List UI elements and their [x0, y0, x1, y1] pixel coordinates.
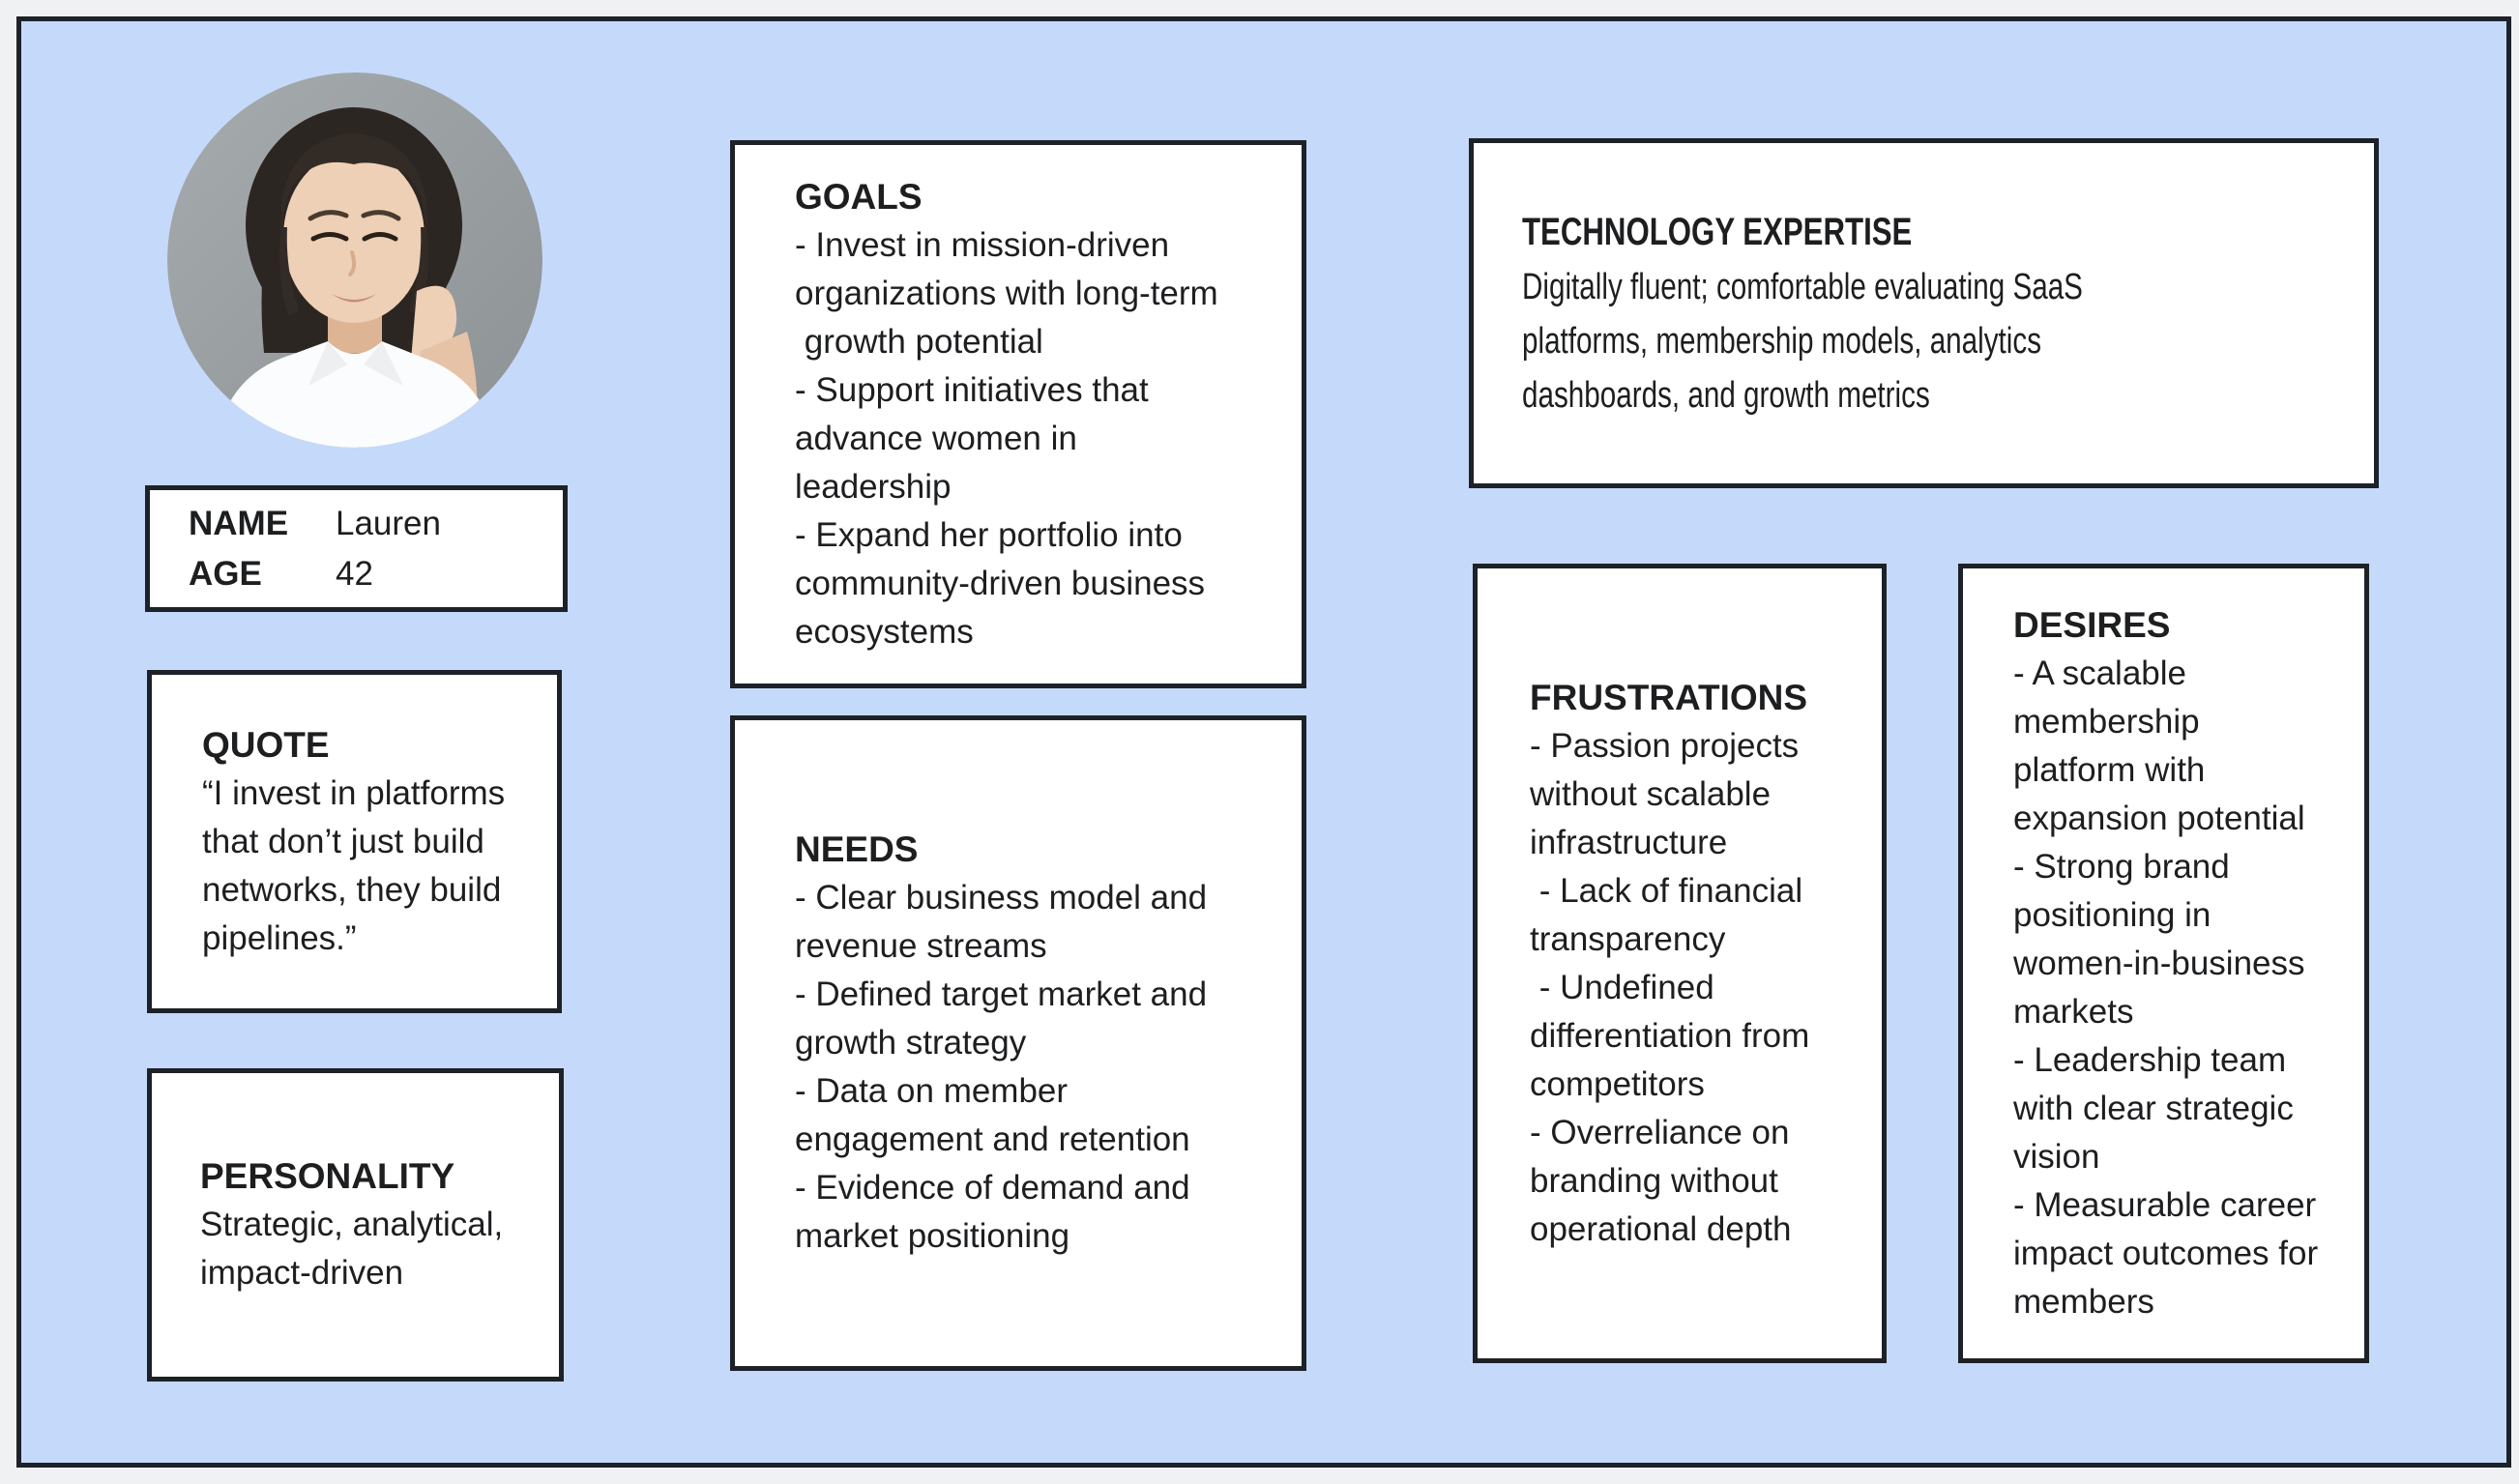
text-line: markets — [2013, 992, 2134, 1031]
text-line: that don’t just build — [202, 822, 484, 860]
text-line: pipelines.” — [202, 918, 357, 957]
technology-expertise-content: Digitally fluent; comfortable evaluating… — [1522, 260, 2373, 422]
goals-content: - Invest in mission-driven organizations … — [795, 221, 1282, 656]
desires-content: - A scalable membership platform with expan… — [2013, 650, 2351, 1326]
text-line: - Expand her portfolio into — [795, 515, 1183, 554]
text-line: - Clear business model and — [795, 879, 1208, 917]
age-value: 42 — [336, 554, 373, 593]
text-line: - Undefined — [1530, 968, 1714, 1006]
text-line: vision — [2013, 1137, 2100, 1176]
desires-box: DESIRES - A scalable membership platform w… — [1958, 564, 2369, 1363]
text-line: - Invest in mission-driven — [795, 225, 1170, 264]
age-row: AGE 42 — [189, 549, 563, 599]
quote-title: QUOTE — [202, 724, 330, 765]
text-line: differentiation from — [1530, 1016, 1810, 1055]
text-line: - Leadership team — [2013, 1040, 2287, 1079]
needs-title: NEEDS — [795, 829, 919, 869]
name-label: NAME — [189, 504, 289, 542]
name-row: NAME Lauren — [189, 499, 563, 549]
text-line: - Strong brand — [2013, 847, 2230, 886]
text-line: branding without — [1530, 1161, 1778, 1200]
text-line: growth potential — [795, 322, 1043, 361]
text-line: ecosystems — [795, 612, 974, 651]
text-line: Digitally fluent; comfortable evaluating… — [1522, 267, 2083, 307]
frustrations-content: - Passion projects without scalable infras… — [1530, 722, 1868, 1254]
name-value: Lauren — [336, 504, 441, 542]
text-line: operational depth — [1530, 1209, 1792, 1248]
goals-title: GOALS — [795, 176, 923, 217]
text-line: competitors — [1530, 1064, 1705, 1103]
text-line: - Data on member — [795, 1072, 1069, 1110]
personality-title: PERSONALITY — [200, 1156, 455, 1196]
profile-photo-illustration — [167, 73, 542, 448]
quote-content: “I invest in platforms that don’t just bu… — [202, 770, 538, 963]
text-line: engagement and retention — [795, 1120, 1190, 1158]
text-line: - Overreliance on — [1530, 1113, 1790, 1151]
text-line: infrastructure — [1530, 823, 1728, 861]
text-line: impact outcomes for — [2013, 1234, 2319, 1272]
personality-content: Strategic, analytical, impact-driven — [200, 1201, 540, 1297]
text-line: - A scalable — [2013, 654, 2186, 692]
needs-box: NEEDS - Clear business model and revenue … — [730, 715, 1306, 1371]
text-line: community-driven business — [795, 564, 1206, 602]
text-line: women-in-business — [2013, 944, 2305, 982]
text-line: impact-driven — [200, 1254, 404, 1292]
needs-content: - Clear business model and revenue stream… — [795, 874, 1282, 1261]
technology-expertise-title: TECHNOLOGY EXPERTISE — [1522, 211, 1913, 253]
age-label: AGE — [189, 554, 262, 593]
text-line: dashboards, and growth metrics — [1522, 375, 1930, 416]
text-line: expansion potential — [2013, 799, 2305, 837]
technology-expertise-content-wrapper: TECHNOLOGY EXPERTISE Digitally fluent; c… — [1522, 204, 2373, 422]
text-line: - Lack of financial — [1530, 871, 1803, 910]
text-line: - Defined target market and — [795, 975, 1208, 1013]
frustrations-box: FRUSTRATIONS - Passion projects without s… — [1473, 564, 1887, 1363]
name-age-box: NAME Lauren AGE 42 — [145, 485, 568, 612]
text-line: positioning in — [2013, 895, 2211, 934]
text-line: growth strategy — [795, 1024, 1027, 1062]
text-line: - Passion projects — [1530, 726, 1800, 765]
text-line: leadership — [795, 467, 952, 506]
personality-box: PERSONALITY Strategic, analytical, impact… — [147, 1068, 564, 1382]
frustrations-title: FRUSTRATIONS — [1530, 677, 1808, 717]
text-line: advance women in — [795, 419, 1077, 457]
text-line: - Evidence of demand and — [795, 1169, 1190, 1207]
quote-box: QUOTE “I invest in platforms that don’t j… — [147, 670, 562, 1013]
text-line: Strategic, analytical, — [200, 1206, 504, 1243]
goals-box: GOALS - Invest in mission-driven organiza… — [730, 140, 1306, 688]
text-line: without scalable — [1530, 774, 1772, 813]
text-line: “I invest in platforms — [202, 773, 506, 812]
text-line: market positioning — [795, 1217, 1070, 1255]
text-line: members — [2013, 1282, 2154, 1321]
technology-expertise-box: TECHNOLOGY EXPERTISE Digitally fluent; c… — [1469, 138, 2379, 488]
text-line: platforms, membership models, analytics — [1522, 321, 2042, 362]
text-line: membership — [2013, 702, 2200, 741]
text-line: organizations with long-term — [795, 274, 1218, 312]
desires-title: DESIRES — [2013, 604, 2171, 645]
text-line: platform with — [2013, 750, 2206, 789]
profile-photo — [167, 73, 542, 448]
text-line: transparency — [1530, 919, 1726, 958]
text-line: revenue streams — [795, 927, 1047, 965]
text-line: with clear strategic — [2013, 1089, 2294, 1127]
text-line: networks, they build — [202, 870, 502, 909]
text-line: - Support initiatives that — [795, 370, 1149, 409]
text-line: - Measurable career — [2013, 1185, 2317, 1224]
